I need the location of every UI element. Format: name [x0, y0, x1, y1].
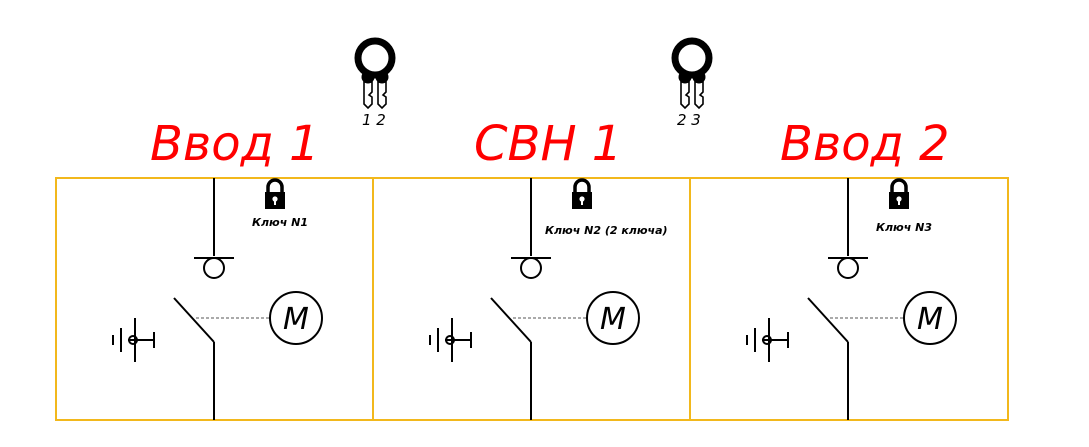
lock-label-3: Ключ N3 — [876, 221, 932, 234]
ground-switch-symbol — [112, 318, 155, 362]
panel-1: M Ключ N1 — [112, 178, 323, 420]
key-icon — [671, 37, 713, 110]
motor-label-3: M — [917, 302, 943, 337]
panel-title-3: Ввод 2 — [780, 116, 950, 172]
ground-switch-symbol — [746, 318, 789, 362]
ground-switch-symbol — [429, 318, 472, 362]
motor-label-1: M — [283, 302, 309, 337]
panel-3: M Ключ N3 — [746, 178, 957, 420]
panel-2: M Ключ N2 (2 ключа) — [429, 178, 668, 420]
panel-title-1: Ввод 1 — [150, 116, 320, 172]
padlock-icon — [572, 178, 592, 209]
key-numbers-right: 2 3 — [677, 111, 701, 129]
key-numbers-left: 1 2 — [362, 111, 386, 129]
lock-label-2: Ключ N2 (2 ключа) — [545, 224, 668, 237]
lock-label-1: Ключ N1 — [252, 216, 308, 229]
panel-title-2: СВН 1 — [474, 116, 622, 172]
key-icon — [354, 37, 396, 110]
motor-label-2: M — [600, 302, 626, 337]
padlock-icon — [265, 178, 285, 209]
padlock-icon — [889, 178, 909, 209]
